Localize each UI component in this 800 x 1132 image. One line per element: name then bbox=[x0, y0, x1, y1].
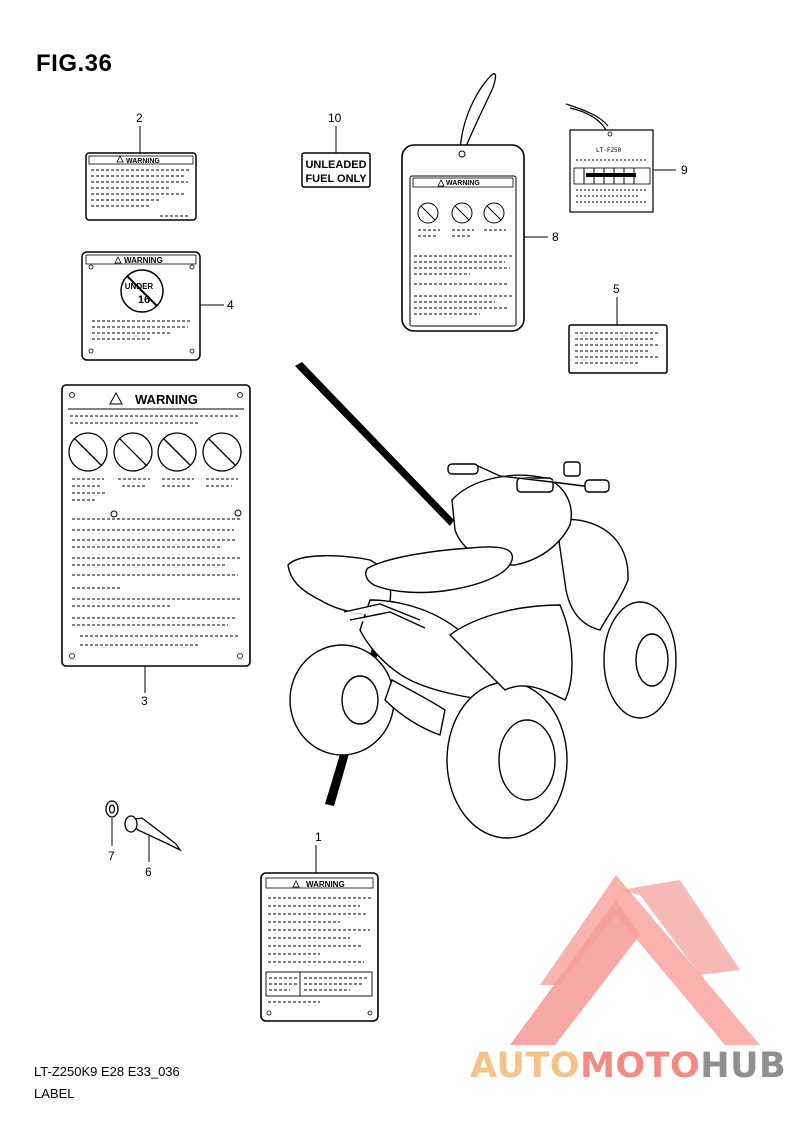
callout-3: 3 bbox=[141, 694, 148, 708]
label-8-title: WARNING bbox=[446, 180, 480, 187]
callout-6: 6 bbox=[145, 865, 152, 879]
label-3-title: WARNING bbox=[135, 392, 198, 407]
rivet-6 bbox=[124, 815, 182, 852]
label-3-warning: WARNING bbox=[61, 384, 251, 667]
footer-diagram-code: LT-Z250K9 E28 E33_036 bbox=[34, 1064, 180, 1079]
callout-4: 4 bbox=[227, 298, 234, 312]
washer-7 bbox=[105, 800, 119, 818]
under-text: UNDER bbox=[125, 282, 154, 291]
footer-diagram-name: LABEL bbox=[34, 1086, 75, 1101]
label-9-tag: LT-F250 bbox=[565, 103, 654, 213]
callout-8: 8 bbox=[552, 230, 559, 244]
callout-1: 1 bbox=[315, 830, 322, 844]
figure-title: FIG.36 bbox=[36, 50, 113, 77]
tag-model: LT-F250 bbox=[596, 147, 622, 154]
atv-illustration bbox=[287, 461, 677, 839]
unleaded-line2: FUEL ONLY bbox=[305, 173, 367, 185]
callout-10: 10 bbox=[328, 111, 342, 125]
label-1-title: WARNING bbox=[306, 880, 345, 889]
watermark-logo bbox=[510, 875, 760, 1045]
callout-7: 7 bbox=[108, 849, 115, 863]
label-10-unleaded: UNLEADED FUEL ONLY bbox=[301, 152, 371, 188]
label-4-title: WARNING bbox=[124, 256, 163, 265]
label-5 bbox=[568, 324, 668, 374]
callout-2: 2 bbox=[136, 111, 143, 125]
label-2-warning: WARNING bbox=[85, 152, 197, 221]
watermark-part-moto: MOTO bbox=[580, 1046, 701, 1086]
leader-arrow-upper bbox=[295, 362, 454, 526]
unleaded-line1: UNLEADED bbox=[305, 159, 366, 171]
label-8-hangtag: WARNING bbox=[401, 73, 525, 332]
watermark-text: AUTOMOTOHUB bbox=[470, 1046, 786, 1086]
callout-9: 9 bbox=[681, 163, 688, 177]
callout-5: 5 bbox=[613, 282, 620, 296]
label-4-under16: WARNING UNDER 16 bbox=[81, 251, 201, 361]
label-1-warning: WARNING bbox=[260, 872, 379, 1022]
watermark-part-auto: AUTO bbox=[470, 1046, 581, 1086]
under-age: 16 bbox=[138, 294, 150, 306]
watermark-part-hub: HUB bbox=[700, 1046, 787, 1086]
label-2-title: WARNING bbox=[126, 158, 160, 165]
